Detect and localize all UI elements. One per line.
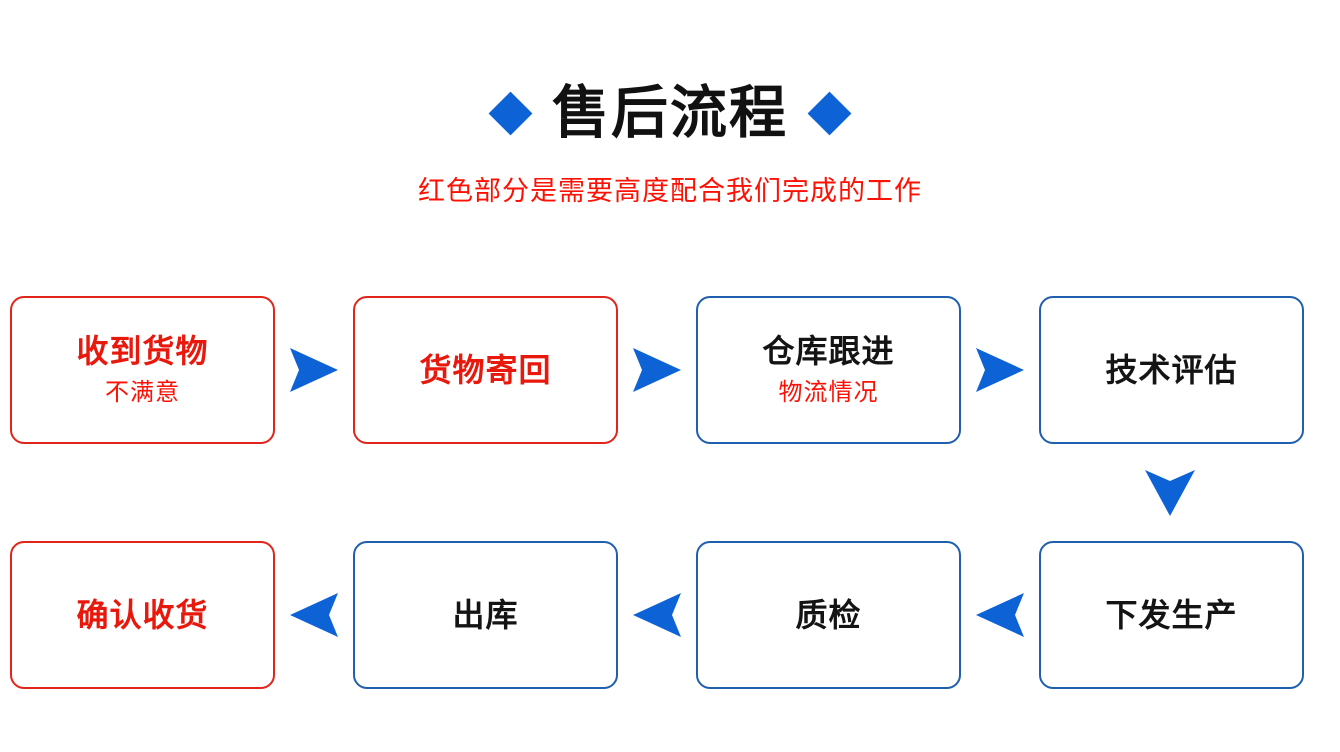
arrow-left-3 bbox=[961, 541, 1039, 689]
flow-row-1: 收到货物 不满意 货物寄回 仓库跟进 物流情况 技术评估 bbox=[10, 296, 1304, 444]
diamond-right-icon bbox=[807, 91, 852, 135]
flow-node-title: 下发生产 bbox=[1105, 596, 1238, 633]
flow-node-title: 技术评估 bbox=[1105, 351, 1238, 388]
diamond-left-icon bbox=[488, 91, 533, 135]
arrow-right-icon bbox=[976, 348, 1024, 392]
flow-node-receive-goods[interactable]: 收到货物 不满意 bbox=[10, 296, 275, 444]
arrow-right-1 bbox=[275, 296, 353, 444]
flow-node-title: 出库 bbox=[452, 596, 519, 633]
arrow-left-1 bbox=[275, 541, 353, 689]
flow-node-title: 货物寄回 bbox=[419, 351, 552, 388]
flow-node-confirm-receipt[interactable]: 确认收货 bbox=[10, 541, 275, 689]
flow-node-send-back[interactable]: 货物寄回 bbox=[353, 296, 618, 444]
flow-node-title: 质检 bbox=[795, 596, 862, 633]
flow-node-technical-assessment[interactable]: 技术评估 bbox=[1039, 296, 1304, 444]
arrow-down-icon bbox=[1145, 470, 1195, 516]
page-header: 售后流程 红色部分是需要高度配合我们完成的工作 bbox=[0, 0, 1340, 205]
flow-node-subtitle: 不满意 bbox=[105, 379, 180, 407]
flow-node-issue-production[interactable]: 下发生产 bbox=[1039, 541, 1304, 689]
flow-node-title: 收到货物 bbox=[76, 333, 209, 370]
flow-node-subtitle: 物流情况 bbox=[778, 379, 879, 407]
flow-node-quality-check[interactable]: 质检 bbox=[696, 541, 961, 689]
flow-node-outbound[interactable]: 出库 bbox=[353, 541, 618, 689]
arrow-right-2 bbox=[618, 296, 696, 444]
flow-node-title: 仓库跟进 bbox=[762, 333, 895, 370]
arrow-right-icon bbox=[290, 348, 338, 392]
arrow-left-icon bbox=[976, 593, 1024, 637]
page-title: 售后流程 bbox=[552, 80, 788, 145]
arrow-left-2 bbox=[618, 541, 696, 689]
flow-row-2: 确认收货 出库 质检 下发生产 bbox=[10, 541, 1304, 689]
arrow-left-icon bbox=[633, 593, 681, 637]
title-row: 售后流程 bbox=[0, 78, 1340, 148]
arrow-right-icon bbox=[633, 348, 681, 392]
flow-node-title: 确认收货 bbox=[76, 596, 209, 633]
flow-node-warehouse-followup[interactable]: 仓库跟进 物流情况 bbox=[696, 296, 961, 444]
arrow-down-connector bbox=[1135, 462, 1205, 524]
arrow-right-3 bbox=[961, 296, 1039, 444]
page-subtitle: 红色部分是需要高度配合我们完成的工作 bbox=[418, 176, 922, 206]
arrow-left-icon bbox=[290, 593, 338, 637]
